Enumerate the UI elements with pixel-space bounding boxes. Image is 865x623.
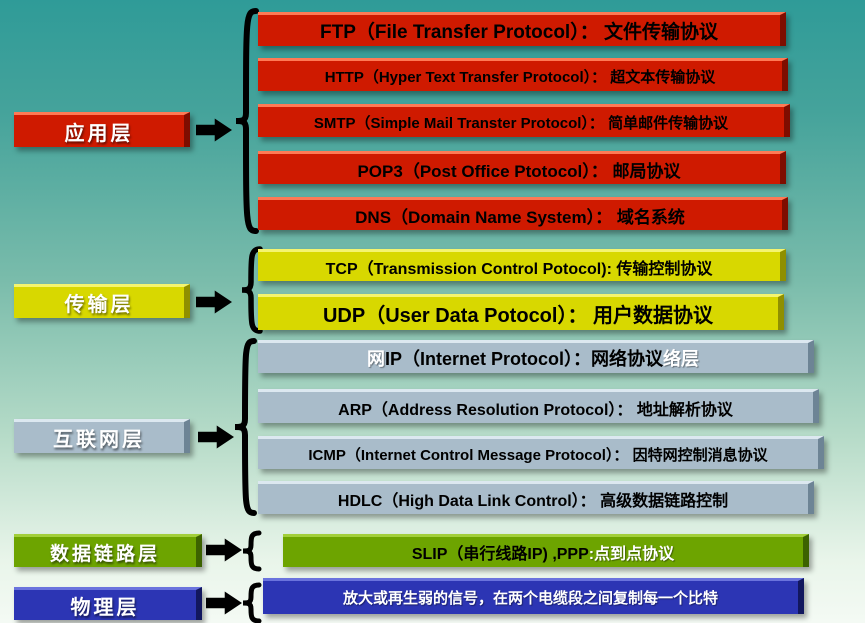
protocol-box-ppp-suffix: :点到点协议 [588,546,675,563]
protocol-box-arp-text: ARP（Address Resolution Protocol）： 地址解析协议 [338,401,733,419]
protocol-box-ip-text: IP（Internet Protocol）：网络协议 [384,349,663,369]
protocol-box-ip-suffix: 络层 [663,349,699,369]
protocol-box-icmp-text: ICMP（Internet Control Message Protocol）：… [308,446,768,464]
brace-application-icon [235,8,259,234]
protocol-box-icmp: ICMP（Internet Control Message Protocol）：… [258,436,824,469]
protocol-box-pop3: POP3（Post Office Ptotocol）： 邮局协议 [258,151,786,184]
arrow-transport-icon [196,290,232,314]
protocol-box-pop3-text: POP3（Post Office Ptotocol）： 邮局协议 [357,161,681,181]
protocol-box-smtp: SMTP（Simple Mail Transter Protocol）： 简单邮… [258,104,790,137]
brace-physical-icon [242,582,262,623]
brace-internet-icon [234,338,257,516]
protocol-box-http: HTTP（Hyper Text Transfer Protocol）： 超文本传… [258,58,788,91]
protocol-box-arp: ARP（Address Resolution Protocol）： 地址解析协议 [258,389,819,423]
protocol-box-ip-prefix: 网 [366,349,385,369]
physical-layer-description-box: 放大或再生弱的信号，在两个电缆段之间复制每一个比特 [263,578,804,614]
protocol-box-tcp: TCP（Transmission Control Potocol): 传输控制协… [258,249,786,281]
protocol-box-ftp-text: FTP（File Transfer Protocol）： 文件传输协议 [320,22,718,43]
protocol-box-ftp: FTP（File Transfer Protocol）： 文件传输协议 [258,12,786,46]
layer-label-datalink: 数据链路层 [14,534,202,567]
layer-label-internet: 互联网层 [14,419,190,453]
protocol-box-slip-ppp: SLIP（串行线路IP) ,PPP :点到点协议 [283,534,809,567]
brace-transport-icon [241,246,263,334]
physical-layer-description-text: 放大或再生弱的信号，在两个电缆段之间复制每一个比特 [342,590,718,607]
protocol-box-dns-text: DNS（Domain Name System）： 域名系统 [355,207,685,227]
protocol-box-tcp-text: TCP（Transmission Control Potocol): 传输控制协… [325,260,713,278]
brace-datalink-icon [242,530,262,572]
protocol-box-hdlc-text: HDLC（High Data Link Control）： 高级数据链路控制 [337,493,729,510]
layer-label-transport: 传输层 [14,284,190,318]
protocol-box-http-text: HTTP（Hyper Text Transfer Protocol）： 超文本传… [324,68,716,86]
layer-label-application: 应用层 [14,112,190,147]
layer-label-physical: 物理层 [14,587,202,620]
protocol-box-hdlc: HDLC（High Data Link Control）： 高级数据链路控制 [258,481,814,514]
protocol-box-slip-text: SLIP（串行线路IP) ,PPP [411,546,589,563]
protocol-box-smtp-text: SMTP（Simple Mail Transter Protocol）： 简单邮… [313,114,729,132]
protocol-box-dns: DNS（Domain Name System）： 域名系统 [258,197,788,230]
protocol-box-udp: UDP（User Data Potocol）： 用户数据协议 [258,294,784,330]
protocol-box-udp-text: UDP（User Data Potocol）： 用户数据协议 [322,305,714,327]
